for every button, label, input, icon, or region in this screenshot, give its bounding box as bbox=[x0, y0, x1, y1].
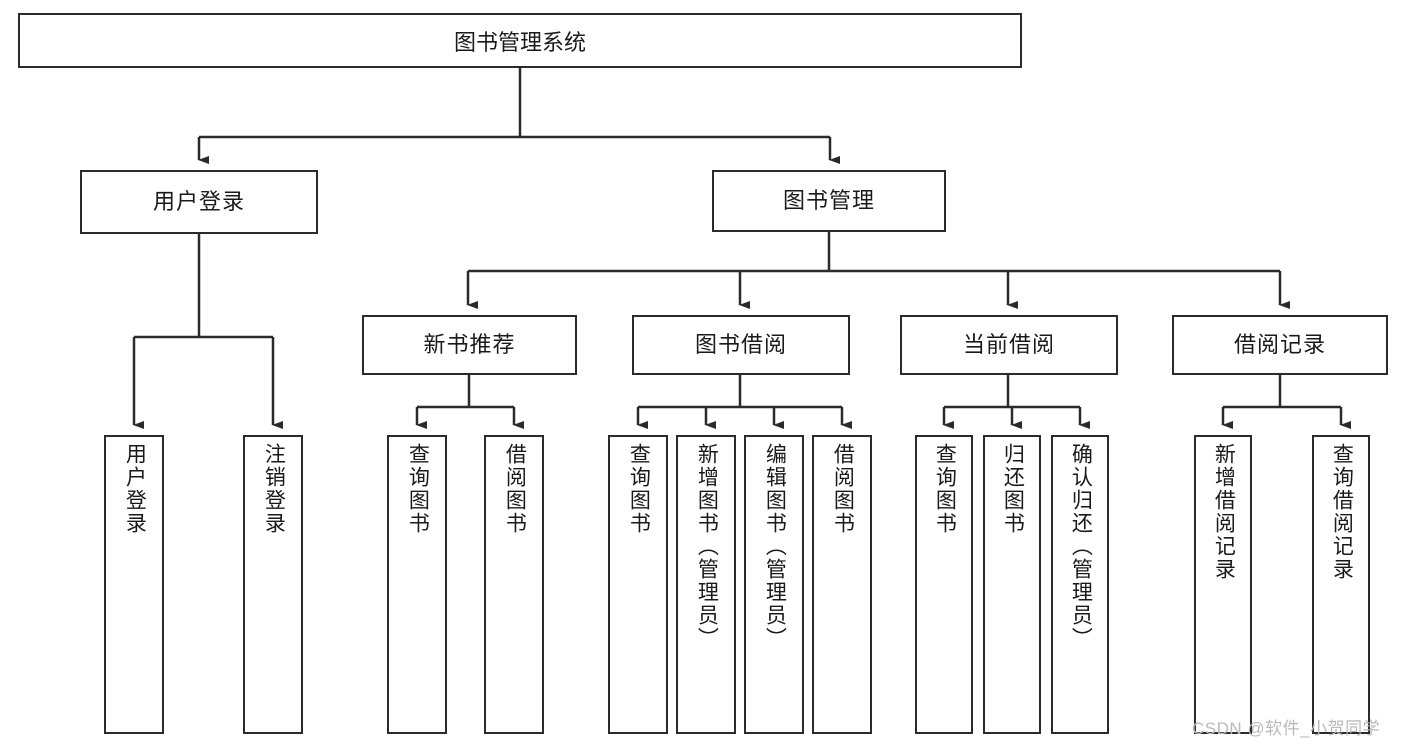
leaf-add-book-admin[interactable]: 新增图书（管理员） bbox=[676, 435, 736, 734]
node-label: 查询借阅记录 bbox=[1330, 443, 1354, 581]
node-label: 归还图书 bbox=[1001, 443, 1025, 535]
leaf-borrow-book-newbook[interactable]: 借阅图书 bbox=[484, 435, 544, 734]
leaf-return-book[interactable]: 归还图书 bbox=[983, 435, 1041, 734]
leaf-edit-book-admin[interactable]: 编辑图书（管理员） bbox=[744, 435, 804, 734]
node-label: 图书管理 bbox=[782, 187, 875, 213]
leaf-user-login[interactable]: 用户登录 bbox=[104, 435, 164, 734]
node-label: 查询图书 bbox=[933, 443, 957, 535]
node-label: 查询图书 bbox=[406, 443, 430, 535]
csdn-watermark: CSDN @软件_小贺同学 bbox=[1192, 719, 1381, 738]
node-book-management[interactable]: 图书管理 bbox=[712, 170, 946, 232]
edges-userlogin-leaves bbox=[132, 234, 283, 429]
edges-bookmgmt-level3 bbox=[466, 232, 1290, 309]
leaf-logout[interactable]: 注销登录 bbox=[243, 435, 303, 734]
edges-root-level2 bbox=[197, 68, 840, 164]
node-label: 当前借阅 bbox=[962, 331, 1055, 357]
node-label: 新增图书（管理员） bbox=[695, 443, 719, 650]
leaf-query-book-newbook[interactable]: 查询图书 bbox=[387, 435, 447, 734]
node-label: 借阅图书 bbox=[503, 443, 527, 535]
leaf-add-borrow-record[interactable]: 新增借阅记录 bbox=[1194, 435, 1252, 734]
leaf-confirm-return-admin[interactable]: 确认归还（管理员） bbox=[1051, 435, 1109, 734]
node-label: 新书推荐 bbox=[423, 331, 516, 357]
node-user-login[interactable]: 用户登录 bbox=[80, 170, 318, 234]
leaf-query-book-borrow[interactable]: 查询图书 bbox=[608, 435, 668, 734]
node-current-borrow[interactable]: 当前借阅 bbox=[900, 315, 1118, 375]
edges-borrowbook-leaves bbox=[636, 375, 852, 429]
node-borrow-record[interactable]: 借阅记录 bbox=[1172, 315, 1388, 375]
leaf-query-book-current[interactable]: 查询图书 bbox=[915, 435, 973, 734]
node-label: 借阅记录 bbox=[1233, 331, 1326, 357]
node-label: 新增借阅记录 bbox=[1212, 443, 1236, 581]
node-label: 图书管理系统 bbox=[453, 29, 586, 55]
node-label: 注销登录 bbox=[262, 443, 286, 535]
node-label: 编辑图书（管理员） bbox=[763, 443, 787, 650]
leaf-borrow-book[interactable]: 借阅图书 bbox=[812, 435, 872, 734]
node-book-borrow[interactable]: 图书借阅 bbox=[632, 315, 850, 375]
node-label: 图书借阅 bbox=[694, 331, 787, 357]
edges-currentborrow-leaves bbox=[942, 375, 1090, 429]
node-label: 用户登录 bbox=[152, 188, 245, 214]
leaf-query-borrow-record[interactable]: 查询借阅记录 bbox=[1312, 435, 1370, 734]
node-label: 确认归还（管理员） bbox=[1069, 443, 1093, 650]
node-label: 用户登录 bbox=[123, 443, 147, 535]
node-root-system[interactable]: 图书管理系统 bbox=[18, 13, 1022, 68]
node-new-book-recommend[interactable]: 新书推荐 bbox=[362, 315, 577, 375]
edges-newbook-leaves bbox=[415, 375, 524, 429]
node-label: 借阅图书 bbox=[831, 443, 855, 535]
edges-borrowrecord-leaves bbox=[1221, 375, 1351, 429]
node-label: 查询图书 bbox=[627, 443, 651, 535]
